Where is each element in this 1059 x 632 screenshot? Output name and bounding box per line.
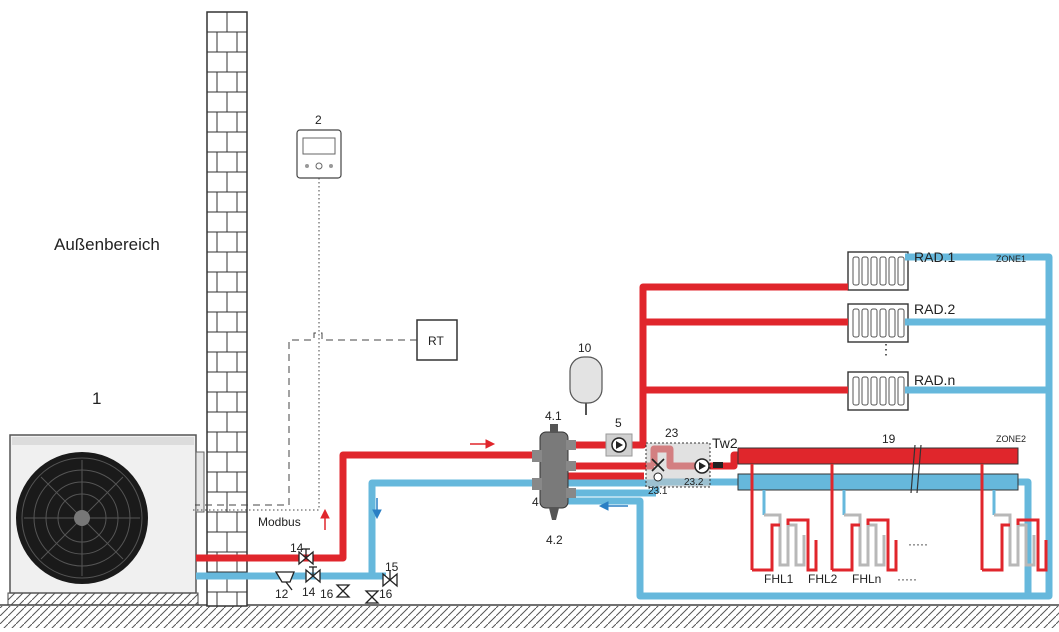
mixing-pump-label: 23.2 (684, 477, 704, 488)
outdoor-area-label: Außenbereich (54, 235, 160, 254)
flow-arrow-return-left (598, 501, 628, 511)
valve-14-return-label: 14 (302, 585, 316, 599)
radiator-n-label: RAD.n (914, 372, 955, 388)
mixing-group (645, 442, 723, 488)
room-thermostat-label: RT (428, 334, 444, 348)
fhl2-label: FHL2 (808, 572, 838, 586)
unit-base (7, 592, 199, 606)
radiator-1-label: RAD.1 (914, 249, 955, 265)
drain-valve-16a-label: 16 (320, 587, 334, 601)
flow-arrows (320, 439, 628, 530)
thermostat-cable (195, 332, 417, 506)
ground (0, 604, 1059, 628)
valve-15 (382, 571, 398, 588)
temp-sensor-tw2 (713, 462, 723, 468)
unit-number-label: 1 (92, 389, 101, 408)
radiator-continuation-dots: ⋮ (879, 341, 893, 357)
shutoff-valve-14-supply (298, 548, 314, 566)
fhln-label: FHLn (852, 572, 881, 586)
floor-loop-1 (750, 464, 818, 572)
buffer-label: 4 (532, 495, 539, 509)
mixing-valve-icon (651, 458, 665, 482)
mixing-pump-icon (694, 458, 710, 474)
zone1-label: ZONE1 (996, 254, 1026, 264)
manifold-break-marks (910, 444, 922, 494)
radiator-radn (847, 371, 909, 411)
sensor-top-label: 4.1 (545, 409, 562, 423)
drain-valve-16b (364, 590, 380, 604)
brick-wall (206, 11, 248, 607)
manifold-return-bar (737, 473, 1019, 491)
controller-number-label: 2 (315, 113, 322, 127)
mixing-valve-label: 23.1 (648, 486, 668, 497)
circulation-pump (605, 433, 633, 457)
filter-12 (274, 571, 295, 591)
temp-sensor-label: Tw2 (712, 435, 738, 451)
fhl-loop-dots: ····· (908, 537, 928, 551)
flow-arrow-supply-up (320, 508, 330, 530)
radiator-rad1 (847, 251, 909, 291)
modbus-label: Modbus (258, 515, 301, 529)
floor-loop-2 (830, 464, 898, 572)
wired-controller (296, 129, 342, 179)
fhl-continuation-dots: ····· (897, 572, 917, 586)
valve-14-supply-label: 14 (290, 541, 304, 555)
flow-arrow-supply-right (470, 439, 496, 449)
manifold-label: 19 (882, 432, 896, 446)
flow-arrow-return-down (372, 498, 382, 520)
filter-label: 12 (275, 587, 289, 601)
expansion-vessel (569, 356, 603, 415)
drain-valve-16a (335, 584, 351, 598)
zone2-label: ZONE2 (996, 434, 1026, 444)
drain-valve-16b-label: 16 (379, 587, 393, 601)
radiator-2-label: RAD.2 (914, 301, 955, 317)
floor-loop-3 (980, 464, 1048, 572)
radiator-rad2 (847, 303, 909, 343)
floor-heating-loops (750, 464, 1048, 572)
valve-15-label: 15 (385, 560, 399, 574)
drain-label: 4.2 (546, 533, 563, 547)
shutoff-valve-14-return (305, 566, 321, 584)
outdoor-heat-pump-unit (9, 434, 205, 594)
manifold-supply-bar (737, 447, 1019, 465)
hydraulic-separator (532, 424, 576, 520)
mixing-group-label: 23 (665, 426, 679, 440)
fhl1-label: FHL1 (764, 572, 794, 586)
pump-label: 5 (615, 416, 622, 430)
expansion-vessel-label: 10 (578, 341, 592, 355)
